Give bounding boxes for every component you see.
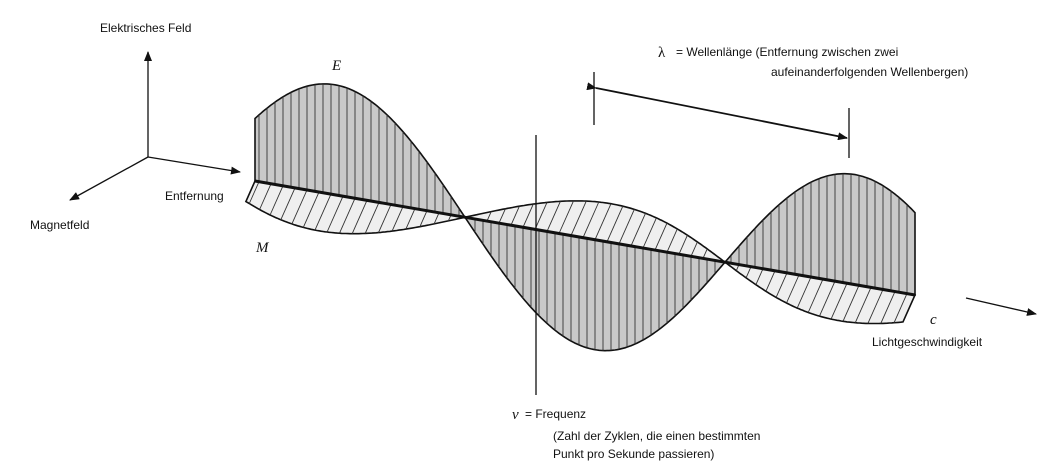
- magnetic-hatch-line: [819, 281, 836, 317]
- magnetic-hatch-line: [391, 206, 404, 232]
- magnetic-hatch-line: [558, 200, 574, 234]
- magnetic-hatch-line: [486, 211, 492, 222]
- wavelength-symbol: λ: [658, 45, 666, 61]
- magnetic-hatch-line: [666, 228, 678, 253]
- magnetic-hatch-line: [842, 285, 860, 322]
- magnetic-hatch-line: [582, 201, 600, 238]
- magnetic-wave-symbol: M: [255, 240, 270, 256]
- magnetic-hatch-line: [433, 212, 440, 225]
- speed-label: Lichtgeschwindigkeit: [872, 335, 983, 349]
- speed-of-light: c Lichtgeschwindigkeit: [872, 297, 1037, 349]
- speed-symbol: c: [930, 312, 937, 328]
- magnetic-hatch-line: [351, 200, 368, 234]
- electric-field-label: Elektrisches Feld: [100, 21, 191, 35]
- electric-wave-symbol: E: [331, 58, 341, 74]
- magnetic-hatch-line: [755, 268, 764, 285]
- magnetic-hatch-line: [280, 187, 296, 220]
- magnetic-hatch-line: [765, 270, 776, 292]
- propagation-axis: [254, 179, 916, 297]
- magnetic-hatch-line: [893, 293, 908, 323]
- magnetic-hatch-line: [302, 191, 320, 228]
- distance-label: Entfernung: [165, 189, 224, 203]
- magnetic-hatch-line: [786, 274, 800, 304]
- magnetic-hatch-line: [419, 210, 428, 227]
- magnetic-hatch-line: [702, 248, 708, 259]
- magnetic-hatch-line: [405, 208, 416, 230]
- magnetic-hatch-line: [259, 183, 272, 210]
- magnetic-hatch-line: [248, 181, 260, 204]
- wave-group: [244, 83, 917, 352]
- frequency-label-line1: = Frequenz: [525, 407, 586, 421]
- magnetic-hatch-line: [618, 209, 635, 245]
- frequency-marker: ν = Frequenz (Zahl der Zyklen, die einen…: [512, 135, 760, 461]
- magnetic-hatch-line: [570, 200, 587, 236]
- wavelength-label-line1: = Wellenlänge (Entfernung zwischen zwei: [676, 45, 898, 59]
- magnetic-hatch-line: [854, 287, 872, 323]
- magnetic-hatch-line: [830, 283, 848, 320]
- frequency-label-line2: (Zahl der Zyklen, die einen bestimmten: [553, 429, 760, 443]
- wavelength-label-line2: aufeinanderfolgenden Wellenbergen): [771, 65, 968, 79]
- wavelength-dimension: λ = Wellenlänge (Entfernung zwischen zwe…: [586, 45, 968, 158]
- magnetic-hatch-line: [378, 204, 392, 233]
- magnetic-hatch-line: [775, 272, 788, 298]
- propagation-arrow: [965, 297, 1037, 316]
- magnetic-hatch-line: [654, 222, 668, 251]
- magnetic-hatch-line: [510, 206, 520, 226]
- magnetic-field-label: Magnetfeld: [30, 218, 89, 232]
- magnetic-hatch-line: [867, 289, 884, 324]
- magnetic-hatch-line: [796, 276, 812, 309]
- magnetic-hatch-line: [326, 196, 344, 233]
- magnetic-hatch-line: [291, 189, 308, 225]
- magnetic-hatch-line: [546, 201, 561, 232]
- magnetic-hatch-line: [594, 203, 612, 240]
- magnetic-hatch-line: [522, 203, 534, 228]
- axes-group: Elektrisches Feld Entfernung Magnetfeld: [30, 21, 241, 232]
- magnetic-hatch-line: [534, 202, 548, 230]
- magnetic-hatch-line: [690, 241, 698, 257]
- magnetic-hatch-line: [339, 198, 356, 234]
- magnetic-hatch-line: [630, 213, 646, 247]
- magnetic-hatch-line: [606, 206, 624, 242]
- magnetic-hatch-line: [678, 235, 688, 255]
- magnetic-wave-hatching: [248, 181, 908, 324]
- distance-axis: [147, 156, 241, 175]
- magnetic-hatch-line: [807, 278, 824, 313]
- frequency-label-line3: Punkt pro Sekunde passieren): [553, 447, 714, 461]
- magnetic-hatch-line: [269, 185, 284, 216]
- frequency-symbol: ν: [512, 407, 519, 423]
- wavelength-arrow: [586, 82, 848, 141]
- magnetic-hatch-line: [364, 202, 380, 234]
- magnetic-hatch-line: [745, 266, 752, 278]
- magnetic-hatch-line: [642, 217, 657, 249]
- magnetic-hatch-line: [314, 193, 332, 231]
- magnetic-field-axis: [69, 156, 149, 201]
- electric-wave-hatching: [258, 83, 908, 351]
- magnetic-hatch-line: [880, 291, 896, 324]
- magnetic-hatch-line: [498, 208, 506, 224]
